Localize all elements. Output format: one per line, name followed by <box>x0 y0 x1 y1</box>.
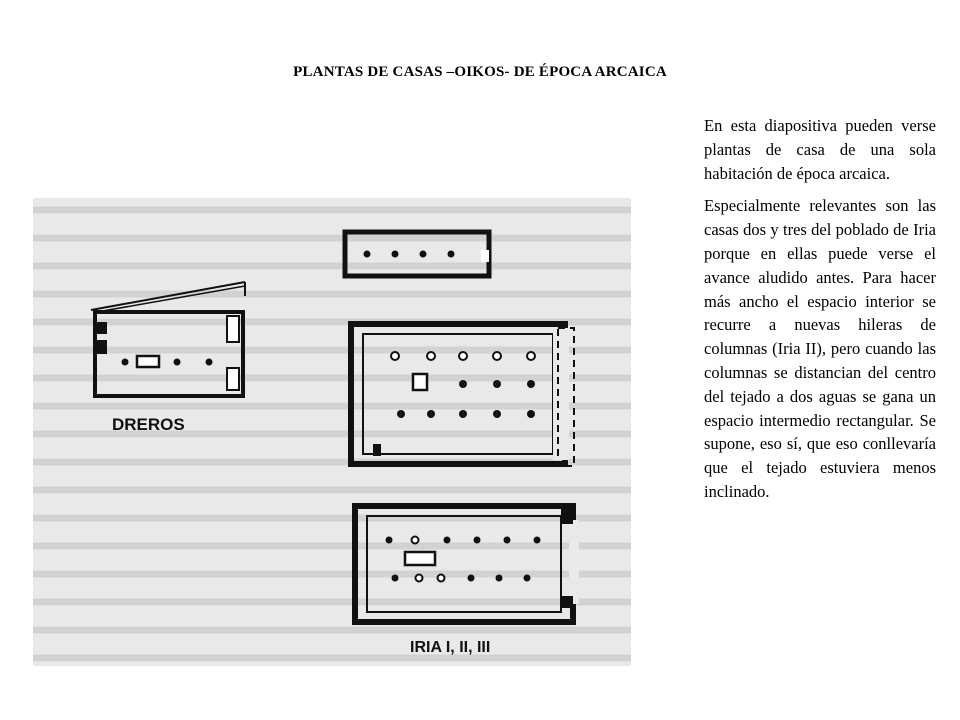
dreros-label: DREROS <box>112 415 185 434</box>
paragraph-iria: Especialmente relevantes son las casas d… <box>704 196 936 501</box>
background-text-bleed <box>33 206 631 662</box>
iria-label: IRIA I, II, III <box>410 639 490 656</box>
paragraph-intro: En esta diapositiva pueden verse plantas… <box>704 116 936 183</box>
iria-3-plan <box>352 503 579 625</box>
dreros-plan <box>90 281 246 398</box>
slide-text: En esta diapositiva pueden verse plantas… <box>704 114 936 513</box>
floor-plans-drawing: DREROS <box>33 206 631 662</box>
slide-title: PLANTAS DE CASAS –OIKOS- DE ÉPOCA ARCAIC… <box>293 64 667 80</box>
iria-2-plan <box>348 321 575 467</box>
iria-1-plan <box>342 229 492 279</box>
floor-plans-figure: DREROS <box>33 198 631 666</box>
